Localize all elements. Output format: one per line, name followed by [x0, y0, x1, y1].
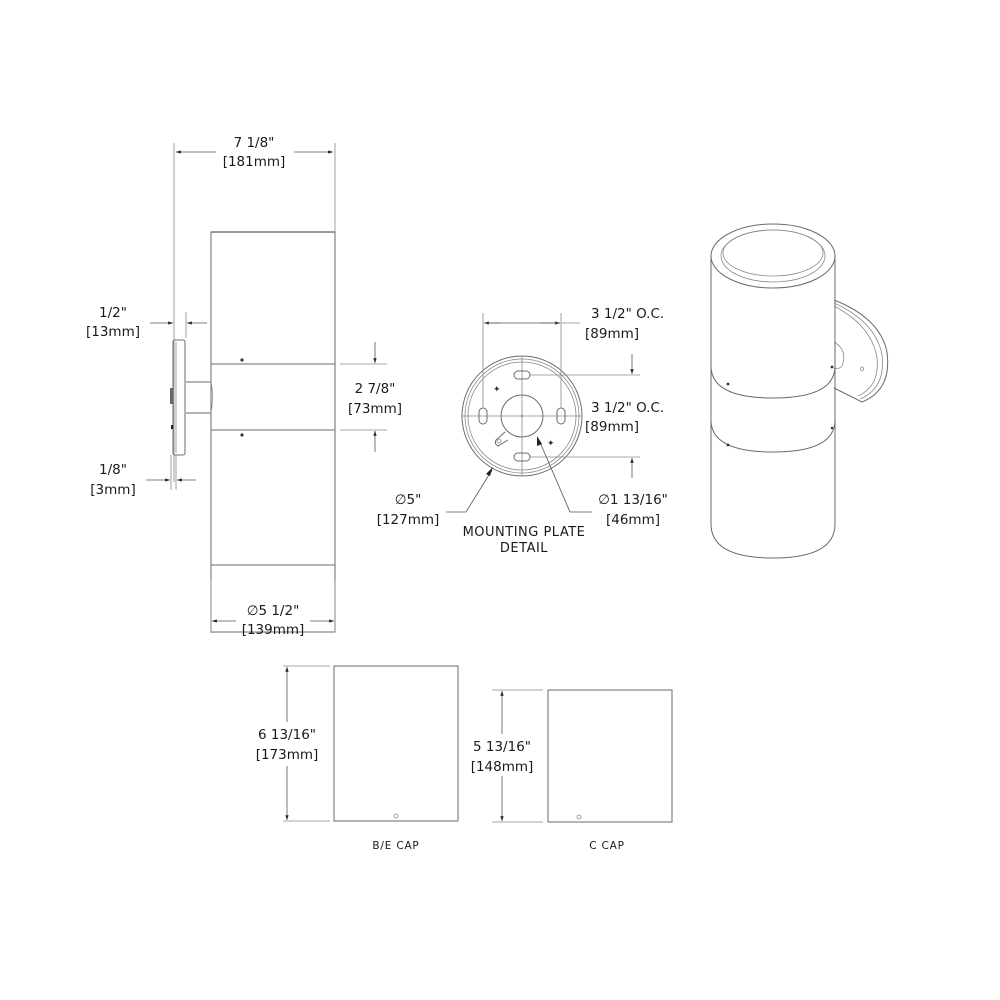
detail-title-line1: MOUNTING PLATE: [463, 525, 586, 540]
detail-title-line2: DETAIL: [500, 541, 548, 556]
side-view: 7 1/8" [181mm]: [86, 135, 402, 638]
c-cap-height-imperial: 5 13/16": [473, 739, 531, 755]
vertical-oc-metric: [89mm]: [585, 419, 639, 435]
body-diameter-dimension: ∅5 1/2" [139mm]: [210, 580, 336, 638]
be-cap-label: B/E CAP: [372, 840, 419, 852]
plate-diameter-imperial: ∅5": [395, 492, 422, 508]
vertical-oc-imperial: 3 1/2" O.C.: [591, 400, 664, 416]
hole-diameter-imperial: ∅1 13/16": [598, 492, 668, 508]
screw-dot-icon: [240, 433, 244, 437]
plate-offset-imperial: 1/2": [99, 305, 127, 321]
mounting-arm: [186, 381, 213, 414]
screw-dot-icon: [240, 358, 244, 362]
arm-height-dimension: 2 7/8" [73mm]: [340, 342, 402, 452]
overall-width-imperial: 7 1/8": [234, 135, 275, 151]
mounting-plate-side: [170, 339, 186, 456]
plate-diameter-metric: [127mm]: [377, 512, 440, 528]
horizontal-oc-imperial: 3 1/2" O.C.: [591, 306, 664, 322]
be-cap-height-imperial: 6 13/16": [258, 727, 316, 743]
plate-offset-metric: [13mm]: [86, 324, 140, 340]
body-diameter-imperial: ∅5 1/2": [247, 603, 300, 619]
arm-height-imperial: 2 7/8": [355, 381, 396, 397]
screw-icon: ✦: [547, 439, 555, 449]
be-cap-height-metric: [173mm]: [256, 747, 319, 763]
arm-height-metric: [73mm]: [348, 401, 402, 417]
plate-offset-dimension: 1/2" [13mm]: [86, 305, 207, 340]
plate-thickness-metric: [3mm]: [90, 482, 135, 498]
be-cap: 6 13/16" [173mm] B/E CAP: [256, 665, 459, 852]
plate-thickness-dimension: 1/8" [3mm]: [90, 455, 196, 498]
mounting-plate-detail: ✦ ✦ 3 1/2" O.C. [89mm] 3 1/2" O.C. [89mm…: [377, 306, 668, 556]
horizontal-oc-metric: [89mm]: [585, 326, 639, 342]
body-diameter-metric: [139mm]: [242, 622, 305, 638]
c-cap-height-metric: [148mm]: [471, 759, 534, 775]
overall-width-metric: [181mm]: [223, 154, 286, 170]
hole-diameter-metric: [46mm]: [606, 512, 660, 528]
c-cap: 5 13/16" [148mm] C CAP: [471, 689, 673, 852]
c-cap-label: C CAP: [589, 840, 625, 852]
plate-thickness-imperial: 1/8": [99, 462, 127, 478]
overall-width-dimension: 7 1/8" [181mm]: [173, 135, 336, 482]
screw-icon: ✦: [493, 385, 501, 395]
body-cylinder-side: [210, 231, 336, 633]
isometric-view: [710, 223, 889, 559]
